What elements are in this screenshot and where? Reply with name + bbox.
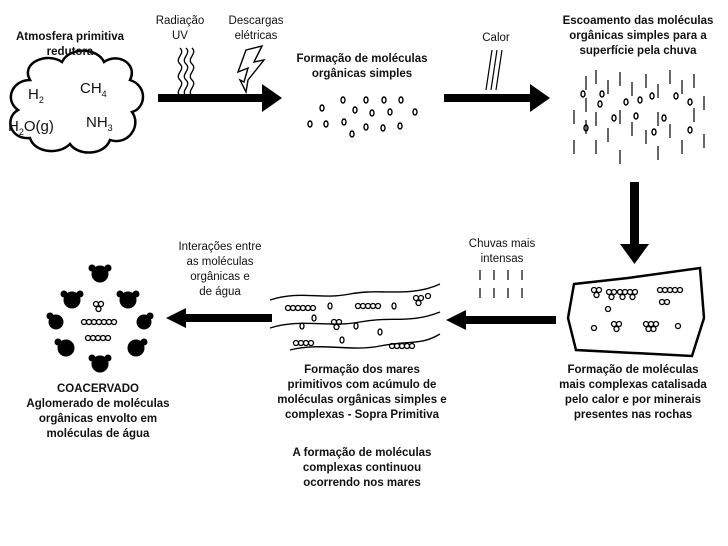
heat-icon [485,49,503,91]
seas-note-label: A formação de moléculas complexas contin… [292,447,432,489]
arrow-to-simple [158,84,282,112]
complex-rocks-label: Formação de moléculas mais complexas cat… [559,364,707,421]
coacervate-title: COACERVADO [57,383,139,395]
atmosphere-title-line2: redutora [46,46,94,58]
simple-molecules-label: Formação de moléculas orgânicas simples [296,53,428,80]
electric-discharge-label: Descargas elétricas [228,15,284,42]
interactions-label: Interações entre as moléculas orgânicas … [178,241,262,298]
atmosphere-title-line1: Atmosfera primitiva [15,31,124,43]
seas-label: Formação dos mares primitivos com acúmul… [277,364,447,421]
intense-rain-icon [479,270,523,298]
runoff-label: Escoamento das moléculas orgânicas simpl… [562,15,714,57]
uv-radiation-icon [177,47,195,97]
sea-molecules [284,292,432,350]
formula-h2o: H2O(g) [8,118,54,137]
coacervate-description: Aglomerado de moléculas orgânicas envolt… [26,398,170,440]
runoff-molecules [580,90,693,136]
intense-rain-label: Chuvas mais intensas [468,238,536,265]
rock-shape [566,266,706,358]
formula-ch4: CH4 [80,80,107,99]
sea-waves [269,283,441,351]
formula-h2: H2 [28,86,44,105]
rain-field [573,70,705,164]
arrow-to-seas [446,310,556,330]
simple-molecules [307,96,418,138]
formula-nh3: NH3 [86,114,113,133]
arrow-down-to-rocks [620,182,649,264]
coacervate-drawing [46,264,154,373]
arrow-to-coacervate [166,308,272,328]
atmosphere-cloud [9,49,145,154]
lightning-icon [236,44,266,95]
arrow-to-runoff [444,84,550,112]
uv-radiation-label: Radiação UV [155,15,205,42]
heat-label: Calor [482,32,510,44]
